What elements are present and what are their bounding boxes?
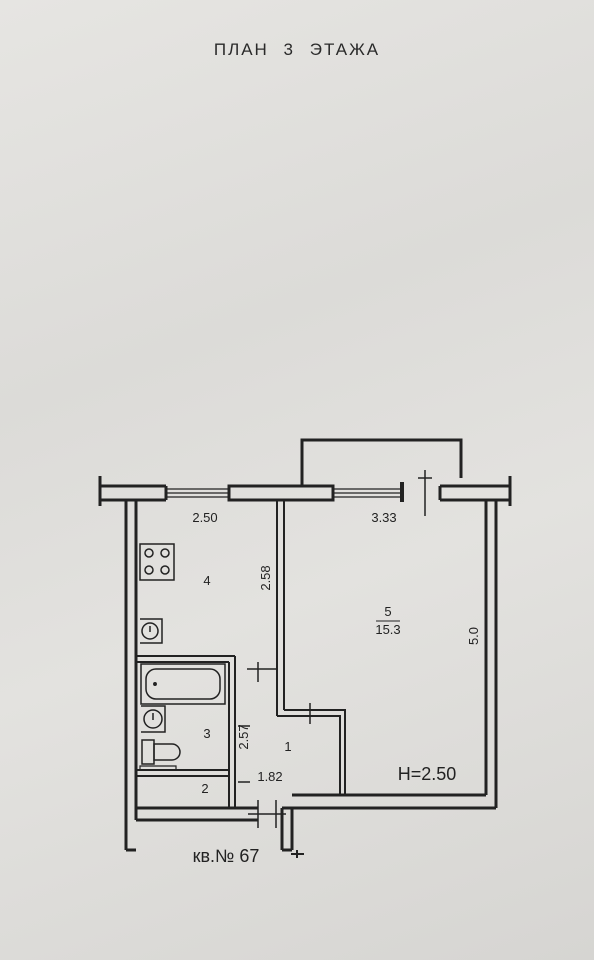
washbasin-icon xyxy=(141,705,166,733)
kitchen-width-label: 2.50 xyxy=(192,510,217,525)
room-2-number: 2 xyxy=(201,781,208,796)
toilet-icon xyxy=(141,739,181,765)
room-5-number: 5 xyxy=(384,604,391,619)
fixtures xyxy=(139,543,226,770)
labels: 2.50 3.33 2.58 5.0 2.57 1.82 4 3 2 1 5 1… xyxy=(192,510,481,866)
bathtub-icon xyxy=(140,663,226,705)
apartment-number: кв.№ 67 xyxy=(193,846,260,866)
balcony-outline xyxy=(300,438,463,486)
room-1-number: 1 xyxy=(284,739,291,754)
hall-width-label: 1.82 xyxy=(257,769,282,784)
room-4-number: 4 xyxy=(203,573,210,588)
room-width-label: 3.33 xyxy=(371,510,396,525)
ceiling-height: H=2.50 xyxy=(398,764,457,784)
kitchen-sink-icon xyxy=(140,618,163,644)
room-depth-label: 5.0 xyxy=(466,627,481,645)
windows xyxy=(166,488,402,498)
plan-title: ПЛАН 3 ЭТАЖА xyxy=(213,40,381,59)
room-3-number: 3 xyxy=(203,726,210,741)
stove-icon xyxy=(139,543,175,581)
room-5-area: 15.3 xyxy=(375,622,400,637)
door-marks xyxy=(238,662,322,828)
walls xyxy=(98,438,512,858)
bath-depth-label: 2.57 xyxy=(236,724,251,749)
kitchen-depth-label: 2.58 xyxy=(258,565,273,590)
